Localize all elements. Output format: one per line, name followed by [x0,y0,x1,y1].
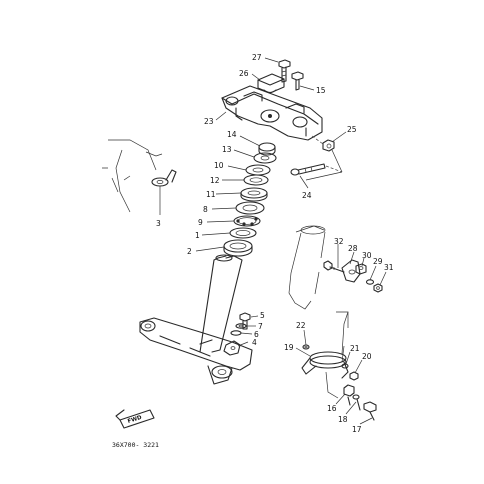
nut-25 [311,135,335,152]
ring-nut-10 [245,164,271,176]
callout-28: 28 [348,244,358,253]
handlebar-holder-bolt-27 [278,59,291,83]
callout-25: 25 [347,125,357,134]
callout-31: 31 [384,263,394,272]
nut-31 [373,283,383,293]
callout-17: 17 [352,425,362,434]
frame-left-partial [102,139,163,213]
callout-3: 3 [156,219,161,228]
ball-race-1 [229,227,257,239]
callout-21: 21 [350,344,360,353]
cover-8 [235,201,265,215]
callout-6: 6 [254,330,259,339]
nut-20 [349,371,359,381]
callout-12: 12 [210,176,220,185]
collar-16 [343,384,355,406]
washer-13 [253,152,277,164]
washer-12 [243,174,269,186]
fork-tube-partial [288,225,349,399]
bearing-9 [233,215,261,227]
callout-23: 23 [204,117,214,126]
bolt-17 [363,401,377,421]
callout-13: 13 [222,145,232,154]
washer-7 [235,323,247,329]
callout-29: 29 [373,257,383,266]
bolt-18 [352,394,361,411]
bolt-15 [291,71,304,91]
lever-28 [341,259,361,283]
hose-clamp-19 [301,351,349,379]
callout-20: 20 [362,352,372,361]
callout-14: 14 [227,130,237,139]
callout-2: 2 [187,247,192,256]
upper-bracket-23 [221,85,323,141]
callout-7: 7 [258,322,263,331]
callout-10: 10 [214,161,224,170]
ring-nut-11 [240,187,268,202]
callout-32: 32 [334,237,344,246]
callout-5: 5 [260,311,265,320]
collar-30 [355,263,367,275]
callout-27: 27 [252,53,262,62]
bolt-32 [323,260,345,273]
callout-24: 24 [302,191,312,200]
washer-6 [230,330,242,336]
callouts: 27 26 15 23 25 14 13 10 12 11 8 9 1 2 3 … [156,53,394,434]
fwd-arrow-icon: FWD [115,409,155,429]
washer-22 [302,344,310,350]
callout-22: 22 [296,321,306,330]
callout-19: 19 [284,343,294,352]
callout-1: 1 [195,231,200,240]
callout-16: 16 [327,404,337,413]
under-bracket-stem [139,254,253,385]
steering-stem-nut-14 [258,142,276,156]
callout-8: 8 [203,205,208,214]
pinch-bolt-24 [290,149,343,181]
drawing-code: 36X700- 3221 [112,441,159,449]
cable-guide-3 [151,169,177,215]
bolt-5 [239,312,251,330]
washer-21 [341,363,349,369]
fwd-label: FWD [127,415,143,425]
callout-9: 9 [198,218,203,227]
callout-18: 18 [338,415,348,424]
guide-4 [223,340,241,356]
washer-29 [365,279,375,285]
ball-race-2 [223,239,253,257]
handlebar-upper-holder-26 [257,73,285,94]
callout-11: 11 [206,190,216,199]
callout-30: 30 [362,251,372,260]
callout-26: 26 [239,69,249,78]
callout-15: 15 [316,86,326,95]
callout-4: 4 [252,338,257,347]
